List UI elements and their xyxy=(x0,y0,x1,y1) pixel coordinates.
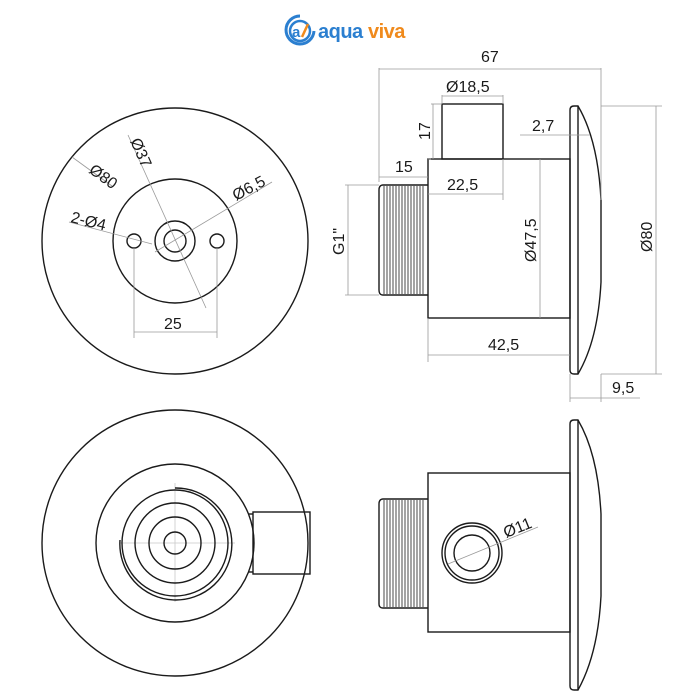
label-overall-length: 67 xyxy=(481,49,499,66)
back-outer-circle xyxy=(41,409,309,677)
label-face-diameter: Ø80 xyxy=(639,222,656,252)
label-body-diameter: Ø47,5 xyxy=(523,218,540,262)
label-outlet-offset: 22,5 xyxy=(447,177,478,194)
thread-2 xyxy=(383,500,424,607)
label-mount-holes: 2-Ø4 xyxy=(69,209,108,234)
mount-hole-right xyxy=(209,233,225,249)
label-thread-length: 15 xyxy=(395,159,413,176)
label-outlet-height: 17 xyxy=(417,122,434,140)
logo-mark-icon: a xyxy=(284,14,316,46)
outer-circle-80 xyxy=(41,107,309,375)
label-outer-diameter: Ø80 xyxy=(86,161,121,193)
label-hole-spacing: 25 xyxy=(164,316,182,333)
side-view-port: Ø11 xyxy=(378,419,602,691)
back-outlet xyxy=(252,511,311,575)
label-face-depth: 9,5 xyxy=(612,380,634,397)
back-flange-circle xyxy=(95,463,255,623)
mount-hole-left xyxy=(126,233,142,249)
face-plate-2 xyxy=(569,419,602,691)
logo-text-viva: viva xyxy=(368,21,406,43)
side-view: 67 Ø18,5 17 2,7 15 22,5 G1" Ø47,5 Ø80 42… xyxy=(331,49,662,402)
hub-circle xyxy=(154,220,196,262)
logo-text-aqua: aqua xyxy=(318,21,364,43)
label-center-hole: Ø6,5 xyxy=(230,173,269,204)
label-port-diameter: Ø11 xyxy=(501,515,534,542)
label-body-length: 42,5 xyxy=(488,337,519,354)
port-outer xyxy=(441,522,503,584)
label-outlet-diameter: Ø18,5 xyxy=(446,79,490,96)
flange-circle-37 xyxy=(112,178,238,304)
spiral-arc xyxy=(119,487,233,601)
label-flange-diameter: Ø37 xyxy=(126,136,154,171)
back-view xyxy=(41,409,311,677)
brand-logo: a aqua viva xyxy=(284,14,407,46)
label-thread: G1" xyxy=(331,228,348,255)
label-flange-thickness: 2,7 xyxy=(532,118,554,135)
svg-text:a: a xyxy=(292,24,301,41)
port-inner xyxy=(453,534,491,572)
front-view: Ø80 Ø37 Ø6,5 2-Ø4 25 xyxy=(41,107,309,375)
thread xyxy=(378,184,428,296)
outlet-pipe xyxy=(441,103,504,160)
face-plate xyxy=(569,105,602,375)
center-hole-6-5 xyxy=(163,229,187,253)
